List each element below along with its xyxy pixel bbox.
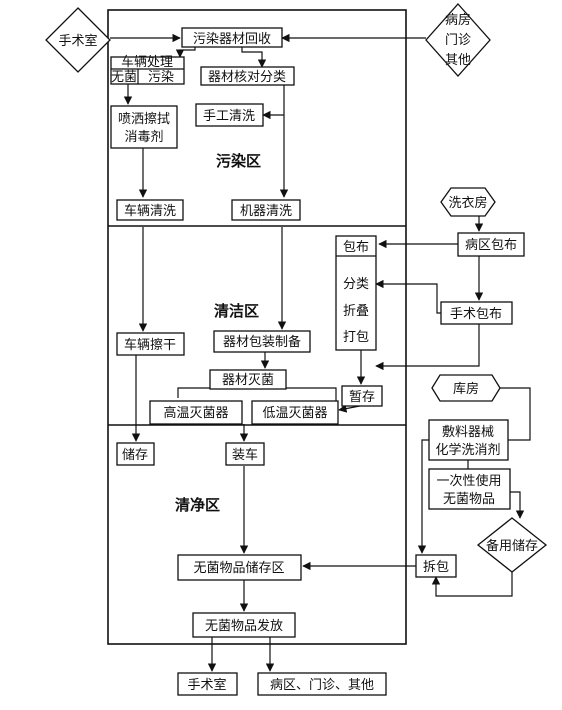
node-vehicle-drying: 车辆擦干 <box>116 332 185 356</box>
disposable-line-2: 无菌物品 <box>443 492 495 507</box>
unpack-label: 拆包 <box>423 560 449 575</box>
laundry-label: 洗衣房 <box>448 195 487 211</box>
supplies-line-2: 化学洗消剂 <box>435 442 500 458</box>
storage-label: 储存 <box>122 448 148 463</box>
low-temp-sterilizer-label: 低温灭菌器 <box>262 406 327 421</box>
classify-label: 分类 <box>343 277 369 292</box>
connectors <box>110 33 531 672</box>
zone-sterile-title: 清净区 <box>175 496 220 514</box>
node-high-temp-sterilizer: 高温灭菌器 <box>149 400 243 425</box>
vehicle-drying-label: 车辆擦干 <box>124 337 176 353</box>
node-machine-washing: 机器清洗 <box>231 199 301 221</box>
operating-room-destination-label: 手术室 <box>187 677 226 693</box>
high-temp-sterilizer-label: 高温灭菌器 <box>163 405 228 421</box>
node-laundry: 洗衣房 <box>440 187 496 217</box>
node-cloth-processing: 包布 分类 折叠 打包 <box>335 235 377 351</box>
node-storage: 储存 <box>116 442 155 466</box>
wards-source-line-2: 门诊 <box>445 33 471 48</box>
pack-label: 打包 <box>343 330 369 345</box>
fold-label: 折叠 <box>343 304 369 319</box>
vehicle-contaminated-label: 污染 <box>148 70 174 85</box>
vehicle-handling-label: 车辆处理 <box>121 54 173 70</box>
node-equipment-sterilization: 器材灭菌 <box>209 369 287 390</box>
cloth-wrap-label: 包布 <box>343 240 369 255</box>
equipment-sterilization-label: 器材灭菌 <box>222 373 274 388</box>
vehicle-washing-label: 车辆清洗 <box>124 203 176 219</box>
zone-frame <box>107 9 407 645</box>
node-surgery-cloth: 手术包布 <box>440 301 513 325</box>
equipment-packaging-label: 器材包装制备 <box>223 334 301 350</box>
ward-cloth-label: 病区包布 <box>465 238 517 253</box>
vehicle-sterile-label: 无菌 <box>111 70 137 85</box>
temp-storage-label: 暂存 <box>349 390 375 405</box>
spray-disinfectant-line-2: 消毒剂 <box>124 130 163 145</box>
node-disposable-items: 一次性使用 无菌物品 <box>428 468 511 510</box>
disposable-line-1: 一次性使用 <box>436 473 501 489</box>
operating-room-source-label: 手术室 <box>58 33 97 49</box>
wards-source-line-3: 其他 <box>445 53 471 68</box>
node-operating-room-destination: 手术室 <box>177 672 238 696</box>
contaminated-collection-label: 污染器材回收 <box>193 32 271 47</box>
node-vehicle-handling: 车辆处理 无菌 污染 <box>110 54 185 85</box>
loading-label: 装车 <box>232 447 258 463</box>
node-low-temp-sterilizer: 低温灭菌器 <box>251 400 339 425</box>
node-sterile-dispatch: 无菌物品发放 <box>192 612 296 638</box>
node-ward-cloth: 病区包布 <box>457 232 525 257</box>
node-sterile-storage-area: 无菌物品储存区 <box>177 554 302 581</box>
node-equipment-packaging: 器材包装制备 <box>213 330 311 353</box>
node-manual-washing: 手工清洗 <box>195 103 264 127</box>
manual-washing-label: 手工清洗 <box>203 109 255 124</box>
zone-clean-title: 清洁区 <box>214 302 259 320</box>
node-contaminated-collection: 污染器材回收 <box>181 27 283 48</box>
node-unpack: 拆包 <box>415 554 457 578</box>
node-operating-room-source: 手术室 <box>45 7 111 73</box>
node-vehicle-washing: 车辆清洗 <box>116 199 184 221</box>
wards-source-line-1: 病房 <box>445 12 471 28</box>
sterile-dispatch-label: 无菌物品发放 <box>205 618 283 634</box>
backup-storage-label: 备用储存 <box>486 538 538 554</box>
sterile-storage-area-label: 无菌物品储存区 <box>193 561 284 576</box>
equipment-sorting-label: 器材核对分类 <box>208 70 286 85</box>
surgery-cloth-label: 手术包布 <box>450 307 502 322</box>
node-temp-storage: 暂存 <box>341 385 383 407</box>
node-backup-storage: 备用储存 <box>476 517 548 573</box>
node-warehouse: 库房 <box>431 374 501 402</box>
node-loading: 装车 <box>225 442 265 466</box>
node-wards-destination: 病区、门诊、其他 <box>257 672 387 696</box>
machine-washing-label: 机器清洗 <box>240 204 292 219</box>
zone-contaminated-title: 污染区 <box>216 152 261 170</box>
node-supplies: 敷料器械 化学洗消剂 <box>428 419 509 461</box>
warehouse-label: 库房 <box>453 381 479 397</box>
node-equipment-sorting: 器材核对分类 <box>200 66 295 86</box>
node-wards-source: 病房 门诊 其他 <box>425 3 491 77</box>
wards-destination-label: 病区、门诊、其他 <box>270 678 374 693</box>
node-spray-disinfectant: 喷洒擦拭 消毒剂 <box>110 105 178 149</box>
spray-disinfectant-line-1: 喷洒擦拭 <box>118 112 170 127</box>
supplies-line-1: 敷料器械 <box>442 425 494 440</box>
